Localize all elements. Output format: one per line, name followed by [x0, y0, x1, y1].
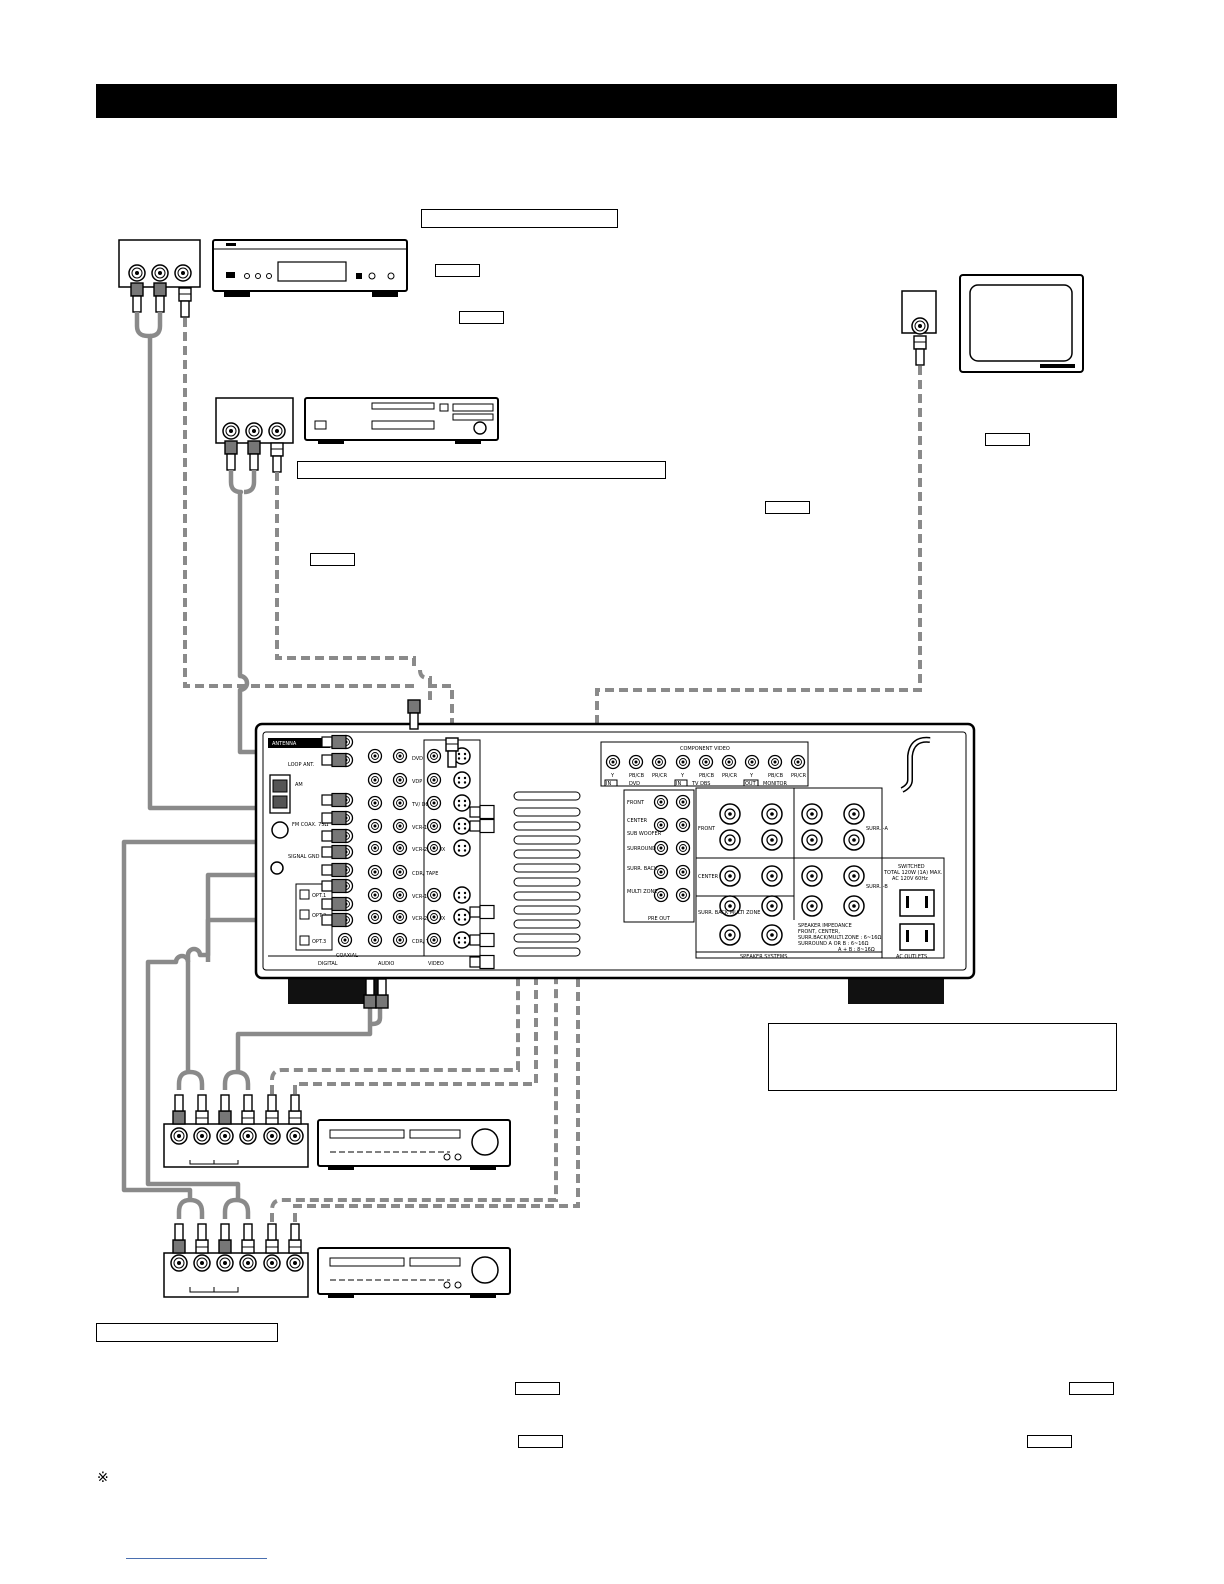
- label-box-page-ref-1: [435, 264, 480, 277]
- vcr2-illustration: [317, 1247, 511, 1298]
- speaker-impedance-3: SURR.BACK/MULTI.ZONE : 6~16Ω: [798, 935, 881, 941]
- cv-out: OUT: [745, 781, 757, 787]
- av-receiver-rear-panel: ANTENNA LOOP ANT. AM FM COAX. 75Ω SIGNAL…: [254, 699, 976, 1009]
- input-label-cdr-tape: CDR/ TAPE: [412, 871, 438, 877]
- speaker-surr-b: SURR. -B: [866, 884, 888, 890]
- label-box-page-ref-5: [310, 553, 355, 566]
- vcr2-jack-panel: [163, 1223, 309, 1298]
- audio-cables: [121, 312, 383, 1219]
- digital-opt1: OPT.1: [312, 893, 326, 899]
- cv-jack-7: Y: [749, 773, 754, 779]
- speaker-front: FRONT: [698, 826, 716, 832]
- terminal-am: AM: [295, 782, 303, 788]
- label-box-vdp-connection: [297, 461, 666, 479]
- speaker-center: CENTER: [698, 874, 719, 880]
- cv-jack-9: PR/CR: [791, 773, 807, 779]
- cv-jack-3: PR/CR: [652, 773, 668, 779]
- label-box-dvd-connection: [421, 209, 618, 228]
- speaker-impedance-2: FRONT, CENTER,: [798, 929, 840, 935]
- ac-switched-3: AC 120V 60Hz: [892, 876, 928, 882]
- input-label-tv-dbs: TV/ DBS: [411, 802, 432, 808]
- cv-jack-5: PB/CB: [699, 773, 715, 779]
- digital-opt3: OPT.3: [312, 939, 326, 945]
- component-video-jacks: [605, 754, 806, 770]
- speaker-surr-back: SURR. BACK MULTI ZONE: [698, 910, 760, 916]
- output-label-cdr-tape: CDR/ TAPE: [412, 939, 438, 945]
- cv-jack-2: PB/CB: [629, 773, 645, 779]
- preout-multi-zone: MULTI ZONE: [627, 889, 657, 895]
- digital-opt2: OPT.2: [312, 913, 326, 919]
- input-label-vdp: VDP: [412, 779, 422, 785]
- vcr1-jack-panel: [163, 1094, 309, 1168]
- preout-sub-woofer: SUB WOOFER: [627, 831, 662, 837]
- preout-surround: SURROUND: [627, 846, 656, 852]
- cv-group-tv-dbs: TV DBS: [691, 781, 710, 787]
- cv-in-2: IN: [676, 781, 681, 787]
- output-label-vcr1: VCR-1: [412, 894, 427, 900]
- antenna-label: ANTENNA: [272, 741, 297, 747]
- cv-jack-1: Y: [610, 773, 615, 779]
- label-box-note-heading: [96, 1323, 278, 1342]
- component-video-label: COMPONENT VIDEO: [680, 746, 730, 752]
- label-box-page-ref-3: [985, 433, 1030, 446]
- cv-group-monitor: MONITOR: [763, 781, 787, 787]
- dvd-player-illustration: [212, 239, 408, 297]
- section-title-bar: [96, 84, 1117, 118]
- terminal-fm: FM COAX. 75Ω: [292, 822, 329, 828]
- section-digital: DIGITAL: [318, 961, 338, 967]
- label-box-page-ref-9: [1027, 1435, 1072, 1448]
- preout-front: FRONT: [627, 800, 645, 806]
- label-box-page-ref-7: [1069, 1382, 1114, 1395]
- speaker-surr-a: SURR. -A: [866, 826, 888, 832]
- section-video: VIDEO: [428, 961, 444, 967]
- vdp-player-illustration: [304, 397, 499, 444]
- label-box-page-ref-8: [518, 1435, 563, 1448]
- label-box-page-ref-6: [515, 1382, 560, 1395]
- label-box-page-ref-4: [765, 501, 810, 514]
- section-audio: AUDIO: [378, 961, 394, 967]
- speaker-impedance-5: A + B : 8~16Ω: [838, 947, 875, 953]
- label-box-page-ref-2: [459, 311, 504, 324]
- preout-center: CENTER: [627, 818, 648, 824]
- cv-in-1: IN: [606, 781, 611, 787]
- ac-switched-2: TOTAL 120W (1A) MAX.: [883, 870, 943, 876]
- dvd-jack-panel: [118, 239, 201, 318]
- input-label-vcr1: VCR-1: [412, 825, 427, 831]
- speaker-impedance-1: SPEAKER IMPEDANCE: [798, 923, 852, 929]
- ventilation-slots: [513, 791, 581, 957]
- preout-title: PRE OUT: [648, 916, 671, 922]
- terminal-loop-ant: LOOP ANT.: [288, 762, 315, 768]
- speaker-systems-title: SPEAKER SYSTEMS: [740, 954, 787, 960]
- cv-jack-6: PR/CR: [722, 773, 738, 779]
- ac-outlets-title: AC OUTLETS: [896, 954, 927, 960]
- terminal-signal-gnd: SIGNAL GND: [288, 854, 320, 860]
- note-box: [768, 1023, 1117, 1091]
- cv-jack-8: PB/CB: [768, 773, 784, 779]
- cv-jack-4: Y: [680, 773, 685, 779]
- cv-group-dvd: DVD: [629, 781, 640, 787]
- reference-mark: ※: [97, 1470, 109, 1486]
- ac-switched-1: SWITCHED: [898, 864, 925, 870]
- vdp-jack-panel: [215, 397, 294, 473]
- vcr1-illustration: [317, 1119, 511, 1170]
- footer-rule: [126, 1558, 267, 1559]
- tv-monitor-illustration: [901, 274, 1084, 373]
- speaker-impedance-4: SURROUND A OR B : 6~16Ω: [798, 941, 869, 947]
- preout-surr-back: SURR. BACK: [627, 866, 658, 872]
- input-label-dvd: DVD: [412, 756, 423, 762]
